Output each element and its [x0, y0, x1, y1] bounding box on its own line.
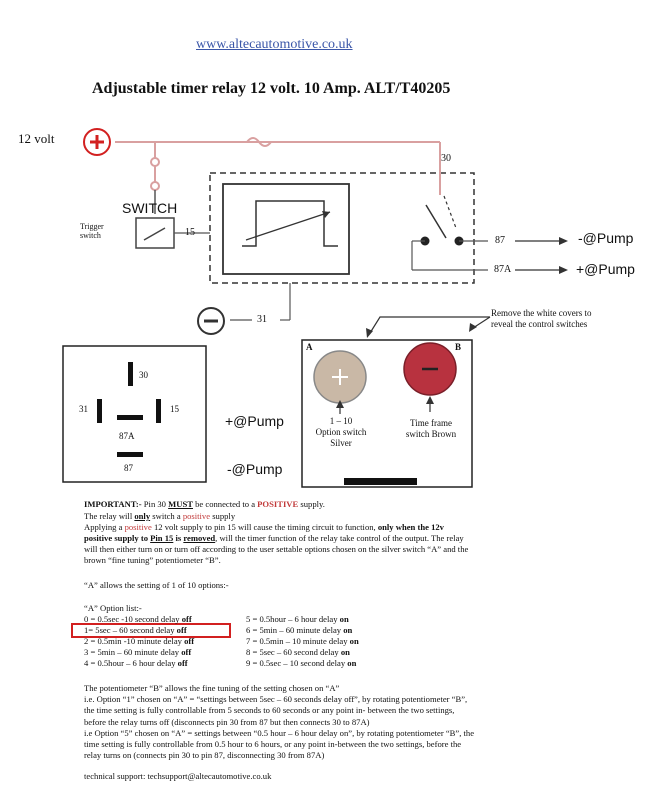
pin-87a-label: 87A	[494, 264, 512, 275]
timer-module-box	[222, 183, 350, 275]
list-item: 4 = 0.5hour – 6 hour delay off	[84, 658, 188, 668]
pin-31-label: 31	[257, 314, 267, 325]
relay-note: The relay will only switch a positive su…	[84, 511, 236, 521]
pinout-87-label: 87	[124, 463, 133, 473]
pinout-box	[62, 345, 207, 483]
list-item: 7 = 0.5min – 10 minute delay on	[246, 636, 359, 646]
list-item: 5 = 0.5hour – 6 hour delay on	[246, 614, 349, 624]
pin-87a-blade	[117, 415, 143, 420]
pump-87-label: -@Pump	[578, 230, 634, 246]
pin-31-blade	[97, 399, 102, 423]
pinout-31-label: 31	[79, 404, 88, 414]
options-left-list: 0 = 0.5sec -10 second delay off 1= 5sec …	[84, 614, 194, 669]
pin-87-label: 87	[495, 235, 505, 246]
switch-contact-icon	[143, 227, 166, 241]
list-item: 9 = 0.5sec – 10 second delay on	[246, 658, 357, 668]
switch-a-letter: A	[306, 342, 313, 352]
pinout-30-label: 30	[139, 370, 148, 380]
supply-label: 12 volt	[18, 131, 55, 146]
apply-line-2: positive supply to Pin 15 is removed, wi…	[84, 533, 464, 543]
trigger-switch-label: Trigger switch	[80, 222, 104, 240]
switch-b-caption: Time frame switch Brown	[405, 418, 457, 439]
option-list-title: “A” Option list:-	[84, 603, 142, 613]
list-item: 8 = 5sec – 60 second delay on	[246, 647, 350, 657]
pinout-minus-pump: -@Pump	[227, 461, 283, 477]
relay-contact-icon	[425, 204, 447, 239]
pulse-graph-icon	[242, 200, 338, 247]
fuse-icon	[246, 137, 272, 147]
pin-87-blade	[117, 452, 143, 457]
arrow-87-icon	[559, 237, 568, 245]
arrow-87a-icon	[559, 266, 568, 274]
switch-label: SWITCH	[122, 200, 178, 216]
a-allows-text: “A” allows the setting of 1 of 10 option…	[84, 580, 229, 590]
list-item: 2 = 0.5min -10 minute delay off	[84, 636, 195, 646]
pinout-15-label: 15	[170, 404, 179, 414]
switch-a-caption: 1 – 10 Option switch Silver	[315, 416, 367, 448]
pin-15-blade	[156, 399, 161, 423]
support-contact[interactable]: technical support: techsupport@altecauto…	[84, 771, 272, 781]
options-right-list: 5 = 0.5hour – 6 hour delay on 6 = 5min –…	[246, 614, 359, 669]
apply-line-3: will then either turn on or turn off acc…	[84, 544, 469, 554]
list-item: 0 = 0.5sec -10 second delay off	[84, 614, 192, 624]
pin-30-label: 30	[441, 153, 451, 164]
switch-b-letter: B	[455, 342, 462, 352]
pin-30-blade	[128, 362, 133, 386]
page-title: Adjustable timer relay 12 volt. 10 Amp. …	[92, 80, 451, 97]
website-link[interactable]: www.altecautomotive.co.uk	[196, 37, 353, 52]
pinout-plus-pump: +@Pump	[225, 413, 284, 429]
relay-body-outline	[209, 172, 475, 284]
potentiometer-description: The potentiometer “B” allows the fine tu…	[84, 683, 475, 761]
important-note: IMPORTANT:- Pin 30 MUST be connected to …	[84, 499, 325, 509]
apply-line-4: brown “fine tuning” potentiometer “B”.	[84, 555, 221, 565]
list-item: 6 = 5min – 60 minute delay on	[246, 625, 353, 635]
list-item: 3 = 5min – 60 minute delay off	[84, 647, 192, 657]
remove-covers-note: Remove the white covers to reveal the co…	[491, 308, 592, 329]
list-item: 1= 5sec – 60 second delay off	[84, 625, 187, 635]
option-1-highlight	[71, 623, 231, 638]
pump-87a-label: +@Pump	[576, 261, 635, 277]
pin-15-label: 15	[185, 227, 195, 238]
pinout-87a-label: 87A	[119, 431, 135, 441]
apply-line-1: Applying a positive 12 volt supply to pi…	[84, 522, 444, 532]
